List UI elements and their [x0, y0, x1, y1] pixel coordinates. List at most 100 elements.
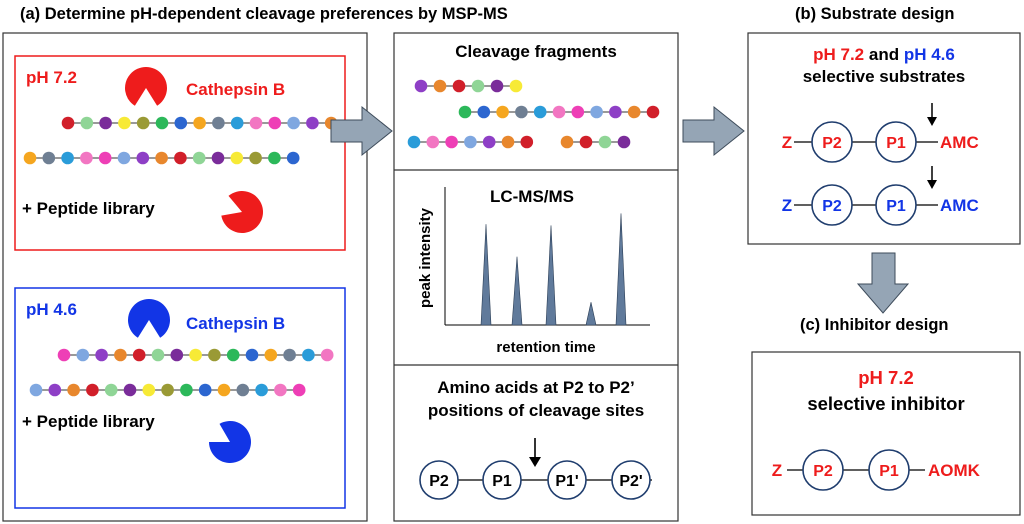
substrate-and-label: and — [869, 45, 899, 64]
amino-acid-bead — [230, 116, 244, 130]
amino-acid-bead — [268, 151, 281, 165]
panel-a-title: (a) Determine pH-dependent cleavage pref… — [20, 5, 508, 23]
ph46-library-label: + Peptide library — [22, 412, 155, 431]
amino-acid-bead — [264, 348, 278, 362]
amino-acid-bead — [23, 151, 37, 165]
amino-acid-bead — [496, 105, 509, 119]
substrate-red-p1: P1 — [886, 135, 906, 152]
substrate-blue-p1: P1 — [886, 198, 906, 215]
amino-acid-bead — [123, 383, 137, 397]
p2-residue-circle — [419, 460, 459, 500]
amino-acid-bead — [170, 348, 184, 362]
ph72-enzyme-label: Cathepsin B — [186, 80, 285, 99]
ph46-label: pH 4.6 — [26, 300, 77, 319]
amino-acid-bead — [490, 79, 504, 93]
amino-acid-bead — [471, 79, 485, 93]
substrate-blue-amc: AMC — [940, 196, 979, 215]
amino-acid-bead — [426, 135, 440, 149]
amino-acid-bead — [29, 383, 43, 397]
amino-acid-bead — [42, 151, 56, 165]
cathepsin-b-red-icon — [221, 191, 264, 233]
peptide-chain — [23, 151, 300, 165]
amino-acid-bead — [414, 79, 428, 93]
amino-acid-bead — [208, 348, 221, 362]
cleavage-arrow-head-icon — [927, 180, 937, 189]
amino-acid-bead — [520, 135, 534, 149]
amino-acid-bead — [306, 116, 319, 130]
cleavage-arrow-head-icon — [529, 457, 541, 467]
p1-residue-circle — [482, 460, 522, 500]
amino-acid-bead — [174, 116, 188, 130]
amino-acid-bead — [452, 79, 466, 93]
amino-acid-bead — [117, 151, 131, 165]
substrate-blue-p2: P2 — [822, 198, 842, 215]
p1-prime-label: P1' — [555, 473, 578, 490]
amino-acid-bead — [464, 135, 477, 149]
amino-acid-bead — [211, 151, 225, 165]
amino-acid-bead — [458, 105, 472, 119]
amino-acid-bead — [627, 105, 641, 119]
amino-title-line1: Amino acids at P2 to P2’ — [437, 378, 634, 397]
lcms-x-label: retention time — [496, 339, 595, 356]
middle-column-box — [393, 32, 679, 522]
p2-prime-residue-circle — [611, 460, 651, 500]
lcms-y-label: peak intensity — [417, 207, 434, 308]
amino-acid-bead — [255, 383, 268, 397]
amino-acid-bead — [155, 151, 168, 165]
amino-acid-bead — [509, 79, 523, 93]
substrate-red-z: Z — [782, 133, 792, 152]
inhibitor-subtitle: selective inhibitor — [807, 393, 964, 414]
cathepsin-b-red-icon — [125, 67, 168, 106]
substrate-blue-z: Z — [782, 196, 792, 215]
amino-acid-bead — [98, 151, 112, 165]
amino-acid-bead — [48, 383, 62, 397]
inhibitor-p1: P1 — [879, 463, 899, 480]
peptide-chain — [29, 383, 306, 397]
lcms-peak — [585, 302, 597, 326]
amino-acid-bead — [286, 151, 300, 165]
peptide-fragment — [560, 135, 631, 149]
amino-acid-bead — [136, 151, 150, 165]
amino-acid-bead — [617, 135, 631, 149]
ph46-box — [14, 287, 346, 509]
amino-acid-bead — [501, 135, 515, 149]
amino-acid-bead — [571, 105, 585, 119]
amino-acid-bead — [57, 348, 71, 362]
amino-title-line2: positions of cleavage sites — [428, 401, 644, 420]
amino-acid-bead — [180, 383, 193, 397]
lcms-peaks — [480, 213, 627, 326]
substrate-red-p2: P2 — [822, 135, 842, 152]
substrate-header: pH 7.2 and pH 4.6 — [813, 45, 955, 64]
amino-acid-bead — [590, 105, 603, 119]
panel-b-title: (b) Substrate design — [795, 5, 955, 23]
amino-acid-bead — [287, 116, 300, 130]
amino-acid-bead — [515, 105, 528, 119]
substrate-blue-p1-circle — [875, 184, 917, 226]
inhibitor-p2-circle — [802, 449, 844, 491]
amino-acid-bead — [552, 105, 566, 119]
amino-acid-bead — [67, 383, 80, 397]
p1-prime-residue-circle — [547, 460, 587, 500]
p2-prime-label: P2' — [619, 473, 642, 490]
amino-acid-bead — [302, 348, 315, 362]
ph72-library-label: + Peptide library — [22, 199, 155, 218]
amino-acid-bead — [189, 348, 202, 362]
amino-acid-bead — [236, 383, 250, 397]
lcms-peak — [511, 256, 523, 326]
amino-acid-bead — [142, 383, 156, 397]
amino-acid-bead — [646, 105, 660, 119]
flow-arrow-down-icon — [856, 252, 910, 314]
substrate-red-p2-circle — [811, 121, 853, 163]
peptide-fragment — [407, 135, 534, 149]
lcms-peak — [615, 213, 627, 326]
amino-acid-bead — [249, 151, 262, 165]
inhibitor-p1-circle — [868, 449, 910, 491]
p1-label: P1 — [492, 473, 512, 490]
cathepsin-b-blue-icon — [209, 421, 252, 464]
substrate-red-amc: AMC — [940, 133, 979, 152]
cleavage-arrow-head-icon — [927, 117, 937, 126]
amino-acid-bead — [118, 116, 131, 130]
amino-acid-bead — [230, 151, 244, 165]
amino-acid-bead — [274, 383, 287, 397]
